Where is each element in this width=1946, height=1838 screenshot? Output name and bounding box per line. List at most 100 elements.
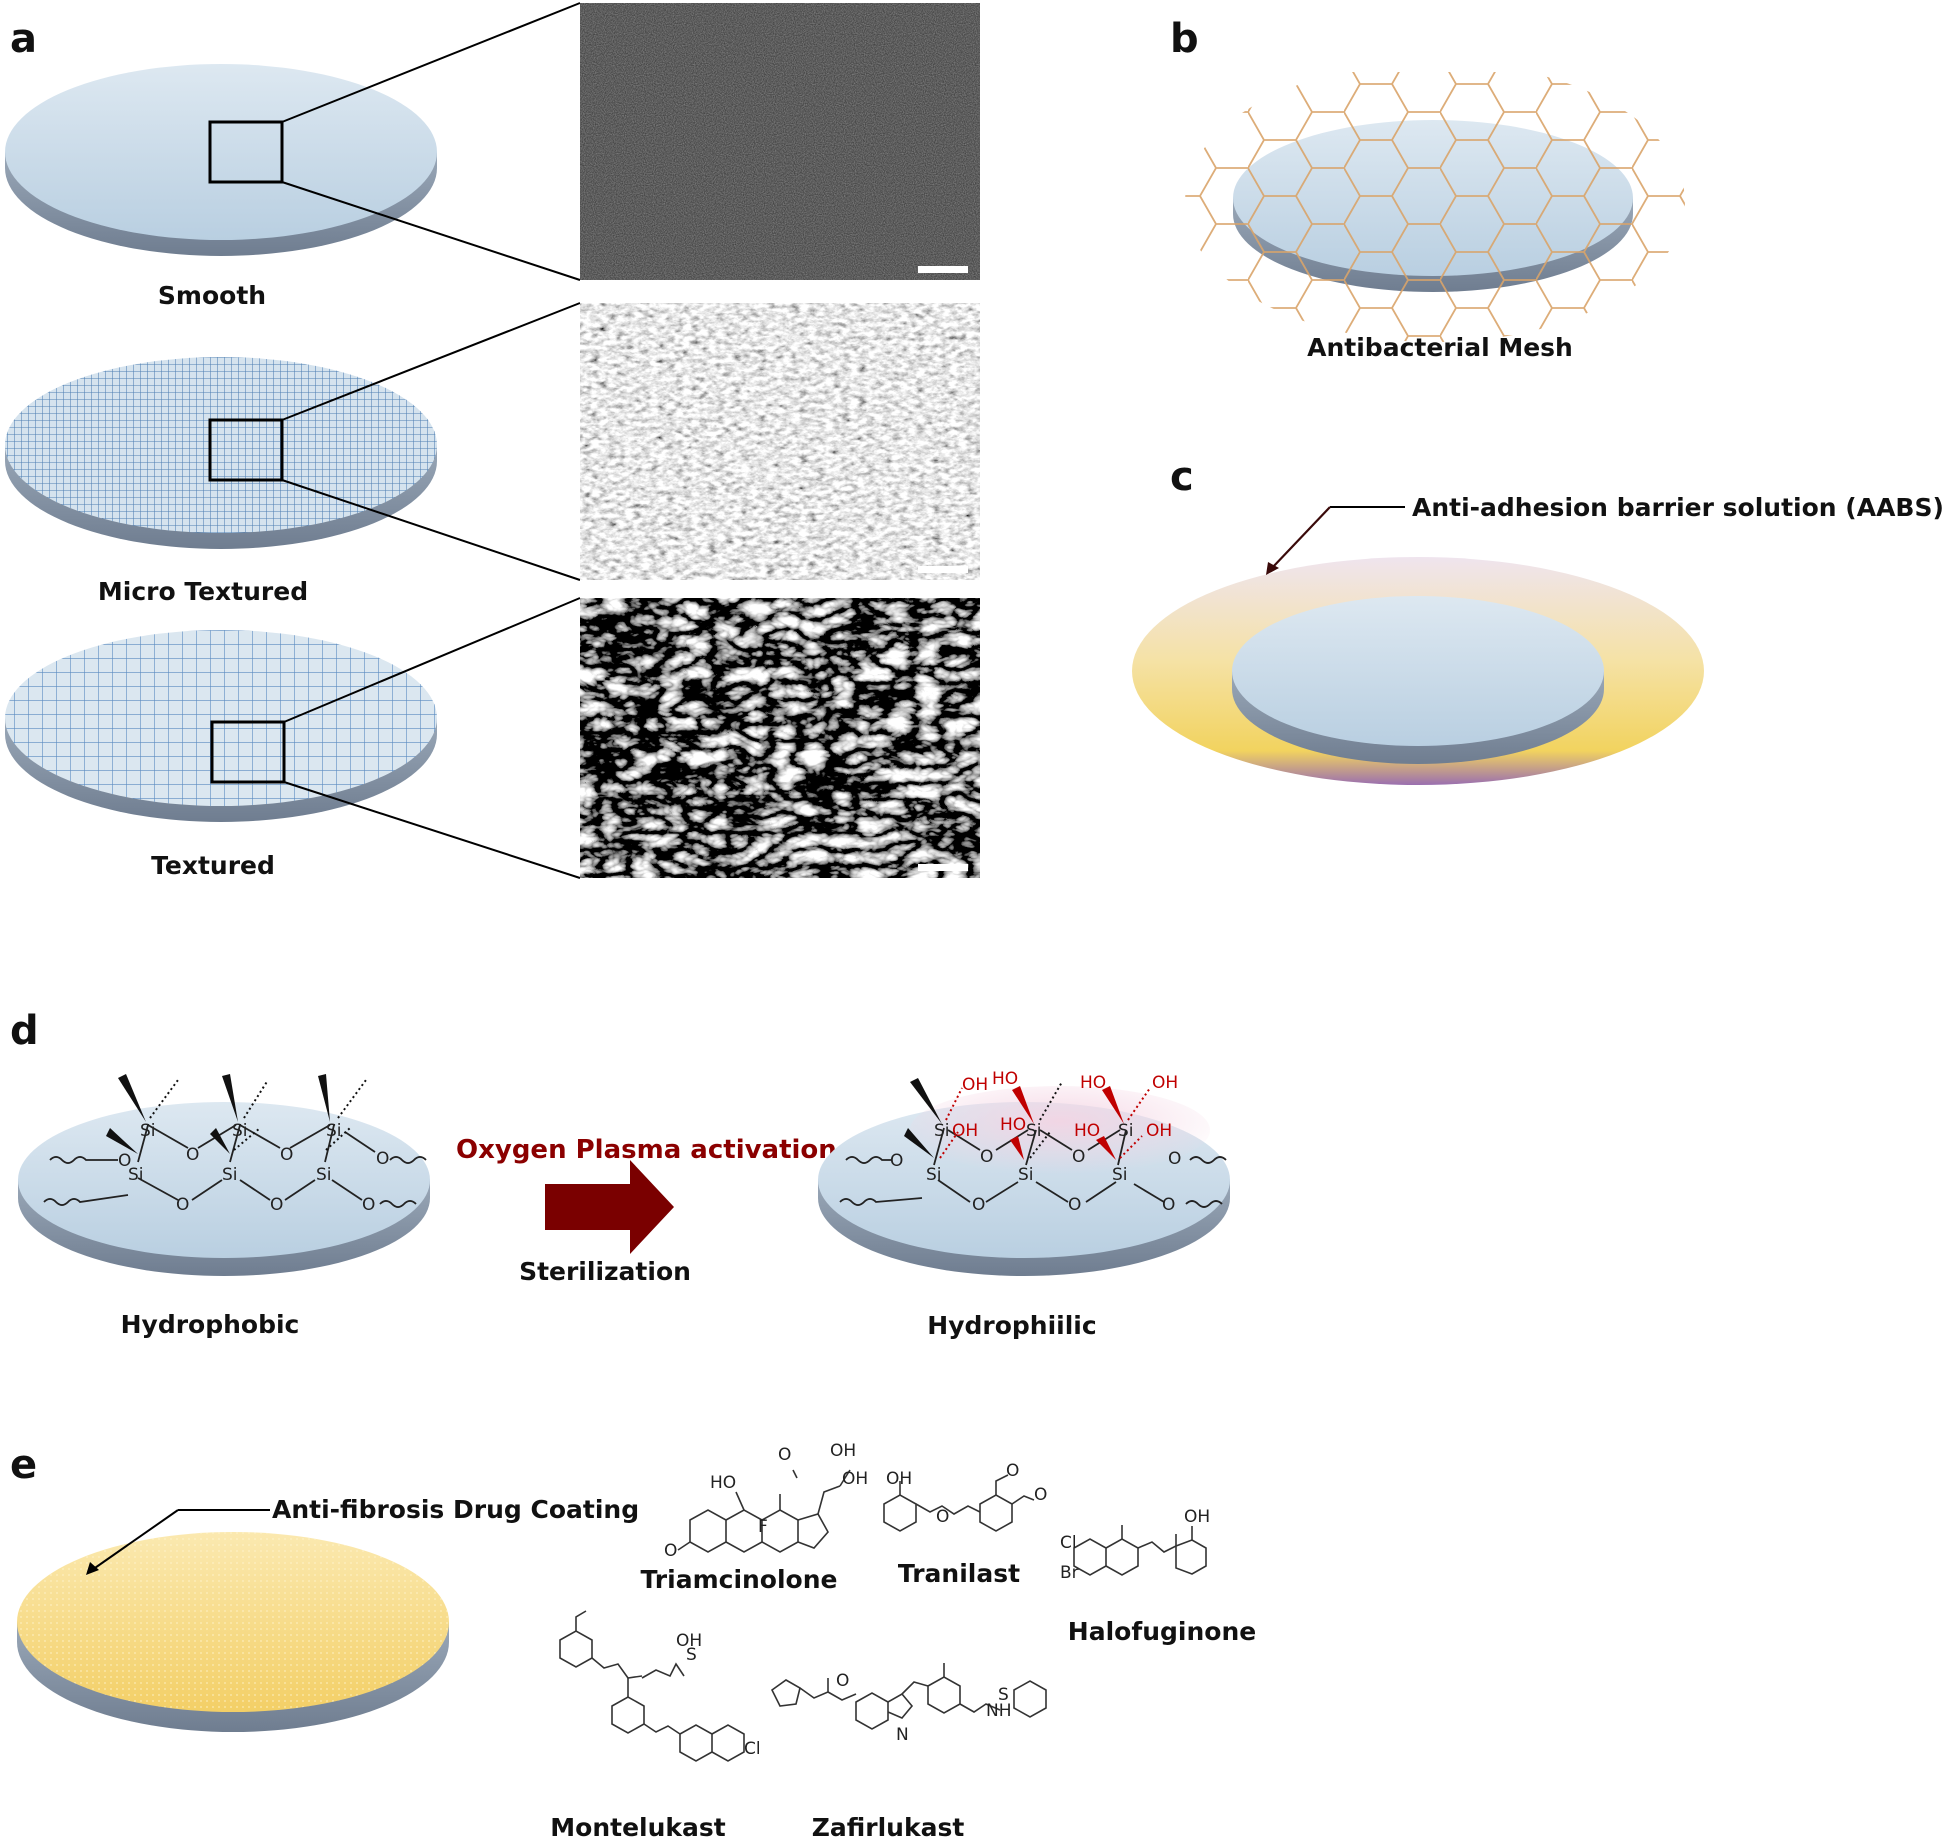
- atom-o: O: [1068, 1195, 1081, 1215]
- caption-antibacterial-mesh: Antibacterial Mesh: [1307, 333, 1573, 362]
- panel-e-letter: e: [10, 1442, 37, 1488]
- drug-triamcinolone: Triamcinolone: [641, 1565, 838, 1594]
- atom-o: O: [270, 1195, 283, 1215]
- pointer-arrow: [1266, 562, 1279, 575]
- scale-bar: [918, 864, 968, 871]
- atom-oh: OH: [676, 1631, 702, 1651]
- atom-o: O: [664, 1541, 677, 1561]
- scale-bar: [918, 566, 968, 573]
- panel-a: a Smooth Micro Textur: [5, 2, 980, 880]
- pointer-arrow: [86, 1562, 99, 1575]
- atom-si: Si: [128, 1165, 144, 1185]
- atom-oh: OH: [886, 1469, 912, 1489]
- atom-oh: OH: [842, 1469, 868, 1489]
- atom-nh: NH: [986, 1701, 1012, 1721]
- label-hydrophobic: Hydrophobic: [121, 1310, 300, 1339]
- panel-b-letter: b: [1170, 16, 1199, 62]
- panel-a-letter: a: [10, 16, 37, 62]
- disc-smooth: [5, 2, 581, 281]
- caption-aabs: Anti-adhesion barrier solution (AABS): [1412, 493, 1944, 522]
- atom-si: Si: [1112, 1165, 1128, 1185]
- atom-o: O: [1006, 1461, 1019, 1481]
- label-oxygen-plasma: Oxygen Plasma activation: [456, 1135, 837, 1165]
- atom-cl: Cl: [744, 1739, 761, 1759]
- atom-s: S: [998, 1685, 1009, 1705]
- block-arrow-right: [545, 1160, 674, 1254]
- panel-c-letter: c: [1170, 454, 1194, 500]
- atom-n: N: [896, 1725, 909, 1745]
- zoom-box: [210, 720, 286, 784]
- atom-br: Br: [1060, 1563, 1079, 1583]
- atom-o: O: [980, 1147, 993, 1167]
- atom-oh: OH: [830, 1441, 856, 1461]
- atom-o: O: [1034, 1485, 1047, 1505]
- zoom-box: [208, 418, 284, 482]
- atom-o: O: [362, 1195, 375, 1215]
- molecule-halofuginone: [1073, 1525, 1207, 1576]
- atom-o: O: [936, 1507, 949, 1527]
- sem-micrograph-textured: [580, 598, 980, 878]
- atom-o: O: [118, 1151, 131, 1171]
- sem-micrograph-micro: [580, 303, 980, 580]
- atom-o: O: [176, 1195, 189, 1215]
- atom-o: O: [1162, 1195, 1175, 1215]
- label-textured: Textured: [151, 851, 275, 880]
- atom-oh: OH: [1152, 1073, 1178, 1093]
- molecule-triamcinolone: [677, 1469, 851, 1553]
- atom-ho: HO: [1080, 1073, 1106, 1093]
- atom-si: Si: [1118, 1121, 1134, 1141]
- atom-s: S: [686, 1645, 697, 1665]
- atom-si: Si: [1018, 1165, 1034, 1185]
- atom-o: O: [186, 1145, 199, 1165]
- label-micro-textured: Micro Textured: [98, 577, 308, 606]
- atom-ho: HO: [1000, 1115, 1026, 1135]
- molecule-montelukast: [559, 1610, 745, 1762]
- panel-d-letter: d: [10, 1008, 39, 1054]
- atom-o: O: [890, 1151, 903, 1171]
- disc-textured: [5, 597, 581, 879]
- molecule-zafirlukast: [770, 1663, 1047, 1730]
- atom-f: F: [758, 1517, 768, 1537]
- atom-oh: OH: [1184, 1507, 1210, 1527]
- mesh-icon: [1185, 72, 1685, 342]
- drug-zafirlukast: Zafirlukast: [812, 1813, 965, 1838]
- panel-c: c Anti-adhesion barrier solution (AABS): [1132, 454, 1944, 785]
- panel-b: b Antibacterial Mesh: [1170, 16, 1685, 362]
- atom-ho: HO: [710, 1473, 736, 1493]
- atom-oh: OH: [1146, 1121, 1172, 1141]
- atom-o: O: [972, 1195, 985, 1215]
- atom-ho: HO: [1074, 1121, 1100, 1141]
- atom-o: O: [1168, 1149, 1181, 1169]
- drug-tranilast: Tranilast: [898, 1559, 1020, 1588]
- atom-si: Si: [316, 1165, 332, 1185]
- atom-si: Si: [926, 1165, 942, 1185]
- scale-bar: [918, 266, 968, 273]
- disc-hydrophobic: Si Si Si Si Si Si O O O O O O O Hydropho…: [18, 1074, 430, 1339]
- atom-o: O: [1072, 1147, 1085, 1167]
- label-smooth: Smooth: [158, 281, 266, 310]
- panel-e: e Anti-fibrosis Drug Coating O HO OH OH …: [10, 1441, 1256, 1838]
- panel-d: d: [10, 1008, 1230, 1340]
- sem-micrograph-smooth: [580, 3, 980, 280]
- caption-drug-coating: Anti-fibrosis Drug Coating: [272, 1495, 639, 1524]
- atom-cl: Cl: [1060, 1533, 1077, 1553]
- atom-o: O: [778, 1445, 791, 1465]
- molecule-tranilast: [883, 1474, 1035, 1532]
- atom-o: O: [376, 1149, 389, 1169]
- atom-si: Si: [934, 1121, 950, 1141]
- atom-oh: OH: [952, 1121, 978, 1141]
- atom-si: Si: [140, 1121, 156, 1141]
- atom-o: O: [836, 1671, 849, 1691]
- atom-si: Si: [1026, 1121, 1042, 1141]
- zoom-box: [208, 120, 284, 184]
- atom-si: Si: [232, 1121, 248, 1141]
- disc-micro-textured: [5, 302, 581, 581]
- atom-ho: HO: [992, 1069, 1018, 1089]
- disc-drug-coating: [17, 1532, 449, 1732]
- label-hydrophilic: Hydrophiilic: [927, 1311, 1096, 1340]
- drug-halofuginone: Halofuginone: [1068, 1617, 1256, 1646]
- atom-si: Si: [326, 1121, 342, 1141]
- atom-o: O: [280, 1145, 293, 1165]
- atom-oh: OH: [962, 1075, 988, 1095]
